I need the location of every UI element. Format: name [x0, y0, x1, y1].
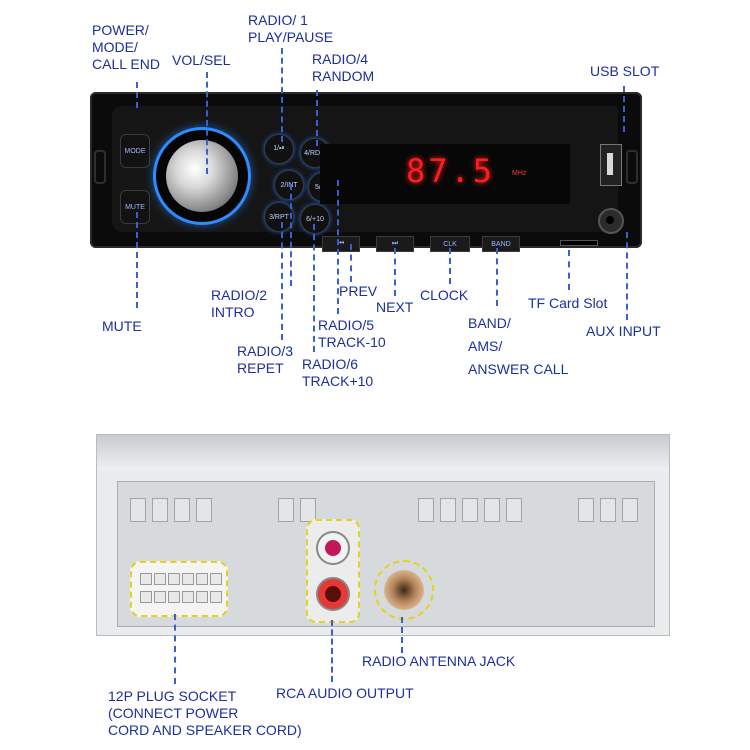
label-radio3: RADIO/3 REPET: [237, 343, 294, 376]
plug-pin: [154, 591, 166, 603]
label-vol-sel: VOL/SEL: [172, 52, 231, 68]
callout-mute: [136, 212, 138, 308]
callout-radio6: [313, 224, 315, 352]
mute-button[interactable]: MUTE: [120, 190, 150, 224]
vent-slot: [622, 498, 638, 522]
label-radio1: RADIO/ 1 PLAY/PAUSE: [248, 12, 334, 45]
vent-slot: [484, 498, 500, 522]
mode-button[interactable]: MODE: [120, 134, 150, 168]
rca-red-core: [325, 586, 341, 602]
aux-jack[interactable]: [598, 208, 624, 234]
callout-rca: [331, 620, 333, 682]
vent-slot: [196, 498, 212, 522]
label-aux-input: AUX INPUT: [586, 323, 661, 339]
callout-usb: [623, 86, 625, 132]
volume-knob-ring[interactable]: [156, 130, 248, 222]
plug-pin: [182, 591, 194, 603]
lcd-display: 87.5 MHz: [320, 144, 570, 204]
vent-slot: [278, 498, 294, 522]
plug-pin: [168, 591, 180, 603]
right-mount-ear: [626, 150, 638, 184]
plug-pin: [140, 591, 152, 603]
frequency-readout: 87.5: [406, 152, 496, 190]
callout-clock: [449, 248, 451, 284]
label-next: NEXT: [376, 299, 414, 315]
volume-knob[interactable]: [166, 140, 238, 212]
callout-next: [394, 248, 396, 296]
callout-antenna: [401, 617, 403, 653]
plug-pin: [140, 573, 152, 585]
label-radio6: RADIO/6 TRACK+10: [302, 356, 374, 389]
rca-red-jack[interactable]: [316, 577, 350, 611]
plug-pin: [182, 573, 194, 585]
vent-slot: [418, 498, 434, 522]
antenna-jack[interactable]: [384, 570, 424, 610]
label-usb-slot: USB SLOT: [590, 63, 660, 79]
callout-plug: [174, 614, 176, 684]
plug-pin: [196, 573, 208, 585]
callout-prev: [350, 244, 352, 282]
band-button[interactable]: BAND: [482, 236, 520, 252]
vent-slot: [130, 498, 146, 522]
vent-slot: [440, 498, 456, 522]
callout-radio1: [281, 48, 283, 142]
callout-radio2: [290, 184, 292, 286]
key-2-intro[interactable]: 2/INT: [274, 170, 304, 200]
rca-output-group: [306, 519, 360, 623]
rca-white-jack[interactable]: [316, 531, 350, 565]
callout-radio5: [337, 180, 339, 314]
plug-pin: [210, 591, 222, 603]
antenna-jack-highlight: [374, 560, 434, 620]
callout-band: [496, 248, 498, 306]
head-unit-front: MODE MUTE 1/⏯ 4/RDM 2/INT 5/-10 3/RPT 6/…: [90, 92, 642, 252]
vent-slot: [174, 498, 190, 522]
vent-slot: [152, 498, 168, 522]
key-6-track-plus[interactable]: 6/+10: [300, 204, 330, 234]
label-tf-card: TF Card Slot: [528, 295, 608, 311]
callout-aux: [626, 232, 628, 320]
label-antenna: RADIO ANTENNA JACK: [362, 653, 516, 669]
label-clock: CLOCK: [420, 287, 469, 303]
vent-slot: [578, 498, 594, 522]
callout-radio3: [281, 222, 283, 340]
plug-pin: [168, 573, 180, 585]
callout-vol-sel: [206, 72, 208, 174]
plug-pin: [196, 591, 208, 603]
label-radio2: RADIO/2 INTRO: [211, 287, 268, 320]
vent-slot: [462, 498, 478, 522]
label-plug: 12P PLUG SOCKET (CONNECT POWER CORD AND …: [108, 688, 302, 738]
callout-radio4: [316, 90, 318, 146]
rca-white-core: [325, 540, 341, 556]
label-rca: RCA AUDIO OUTPUT: [276, 685, 414, 701]
vent-slot: [600, 498, 616, 522]
label-radio4: RADIO/4 RANDOM: [312, 51, 375, 84]
key-3-repeat[interactable]: 3/RPT: [264, 202, 294, 232]
callout-power: [136, 82, 138, 108]
label-prev: PREV: [339, 283, 378, 299]
label-mute: MUTE: [102, 318, 142, 334]
plug-pin: [210, 573, 222, 585]
12p-plug-socket[interactable]: [130, 561, 228, 617]
label-band: BAND/ AMS/ ANSWER CALL: [468, 315, 569, 377]
key-1-play-pause[interactable]: 1/⏯: [264, 134, 294, 164]
vent-slot: [506, 498, 522, 522]
callout-tf: [568, 250, 570, 290]
tf-card-slot[interactable]: [560, 240, 598, 246]
chassis-top: [97, 435, 669, 471]
frequency-unit: MHz: [512, 170, 527, 177]
plug-pin: [154, 573, 166, 585]
label-radio5: RADIO/5 TRACK-10: [318, 317, 386, 350]
prev-button[interactable]: ⏮: [322, 236, 360, 252]
left-mount-ear: [94, 150, 106, 184]
label-power: POWER/ MODE/ CALL END: [92, 22, 160, 72]
usb-port[interactable]: [600, 144, 622, 186]
